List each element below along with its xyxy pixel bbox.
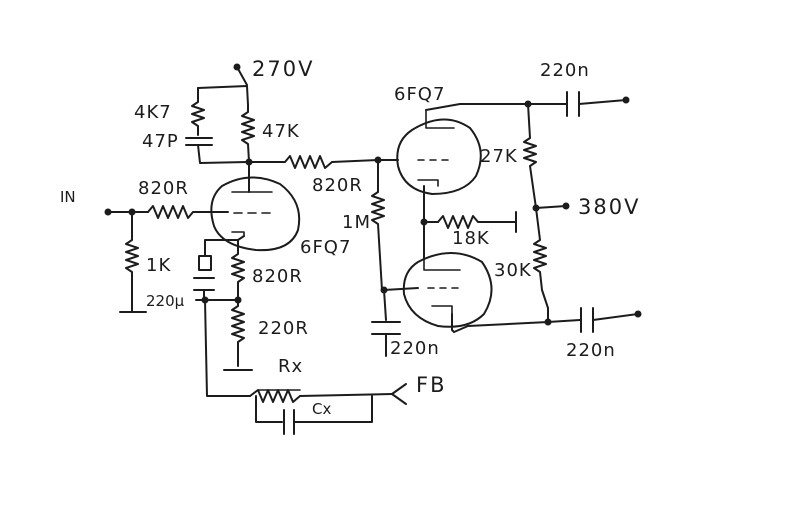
tube-right-upper-envelope (396, 109, 482, 209)
cathode-junction-wire (195, 296, 242, 304)
resistor-27k (523, 103, 537, 209)
resistor-820r-grid-left (147, 205, 229, 219)
output-top-wire (527, 91, 630, 117)
label-820r-grid-left: 820R (138, 178, 189, 199)
resistor-820r-to-grid2 (248, 155, 379, 169)
tube-right-lower-envelope (402, 252, 493, 328)
capacitor-220n-bypass (371, 321, 401, 357)
label-380v: 380V (578, 195, 640, 219)
label-270v: 270V (252, 57, 314, 81)
label-220n-top: 220n (540, 60, 590, 81)
label-220n-bypass: 220n (390, 338, 440, 359)
output-bottom-wire (467, 307, 642, 333)
label-220u: 220µ (146, 292, 185, 310)
label-18k: 18K (452, 228, 490, 249)
tube-left-envelope (210, 176, 301, 252)
feedback-wire (204, 299, 407, 405)
supply-380v-node (532, 202, 570, 212)
resistor-30k (533, 207, 549, 323)
resistor-4k7 (191, 87, 205, 136)
label-1k: 1K (146, 255, 171, 276)
label-tube-right: 6FQ7 (394, 84, 445, 105)
resistor-1k (119, 211, 147, 313)
resistor-1m (371, 159, 385, 291)
capacitor-47p (185, 137, 248, 164)
label-rx: Rx (278, 356, 303, 377)
label-47k: 47K (262, 121, 300, 142)
top-rail-wire (197, 85, 249, 106)
resistor-820r-cathode (231, 247, 245, 301)
supply-270v-node (233, 63, 248, 86)
label-27k: 27K (480, 146, 518, 167)
resistor-47k (241, 104, 255, 163)
label-4k7: 4K7 (134, 102, 172, 123)
cathode-wire-left (204, 235, 245, 257)
capacitor-220u (193, 255, 215, 301)
label-input: IN (60, 188, 76, 206)
label-220n-bottom: 220n (566, 340, 616, 361)
grid3-node (380, 286, 419, 321)
label-cx: Cx (312, 400, 331, 418)
label-1m: 1M (342, 212, 371, 233)
resistor-220r-cathode (223, 299, 253, 371)
label-tube-left: 6FQ7 (300, 237, 351, 258)
input-terminal (104, 208, 149, 216)
cathode-wire-lower-tube (451, 313, 469, 333)
label-820r-cathode: 820R (252, 266, 303, 287)
label-220r: 220R (258, 318, 309, 339)
resistor-18k (437, 211, 517, 233)
plate-node-left (245, 158, 253, 193)
label-820r-grid-mid: 820R (312, 175, 363, 196)
label-fb: FB (416, 373, 447, 397)
label-47p: 47P (142, 131, 179, 152)
label-30k: 30K (494, 260, 532, 281)
capacitor-cx (255, 395, 373, 435)
